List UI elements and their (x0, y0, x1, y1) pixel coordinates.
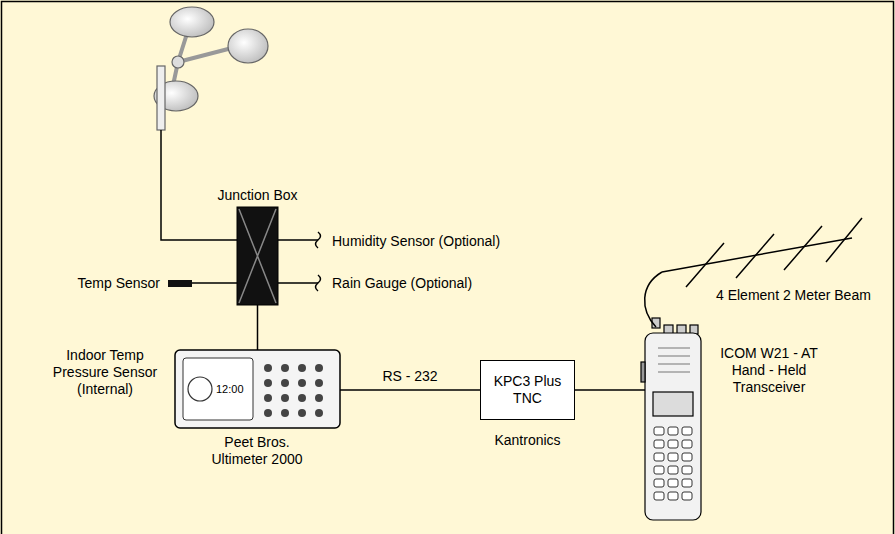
cable (575, 389, 645, 391)
junction-box (237, 207, 278, 305)
anemometer (154, 7, 268, 130)
sensor-label: Rain Gauge (Optional) (332, 275, 532, 292)
display-readout: 12:00 (216, 381, 252, 398)
sensor-wire (161, 130, 237, 240)
note-label: Indoor Temp Pressure Sensor (Internal) (45, 347, 165, 398)
node-label: Junction Box (217, 187, 298, 204)
tnc-box: KPC3 Plus TNCKantronics (480, 360, 575, 420)
node-label: ICOM W21 - AT Hand - Held Transceiver (713, 345, 825, 396)
beam-antenna (645, 218, 862, 327)
junction-box: Junction Box (237, 207, 278, 305)
cable-break (316, 232, 321, 291)
node-label: KPC3 Plus TNC (492, 373, 564, 407)
node-label: Peet Bros. Ultimeter 2000 (202, 434, 312, 468)
sensor-label: Humidity Sensor (Optional) (332, 233, 552, 250)
handheld-radio: ICOM W21 - AT Hand - Held Transceiver (645, 333, 701, 520)
cable (257, 305, 259, 350)
temp-sensor (168, 280, 192, 287)
sensor-wire (192, 240, 318, 283)
sensor-label: Temp Sensor (50, 275, 160, 292)
signal-label: RS - 232 (380, 368, 439, 385)
weather-station: Peet Bros. Ultimeter 2000 (175, 350, 340, 428)
weather-station (175, 350, 340, 428)
cable (340, 389, 480, 391)
antenna-label: 4 Element 2 Meter Beam (716, 287, 888, 304)
handheld-radio (641, 318, 701, 520)
maker-label: Kantronics (461, 432, 594, 449)
